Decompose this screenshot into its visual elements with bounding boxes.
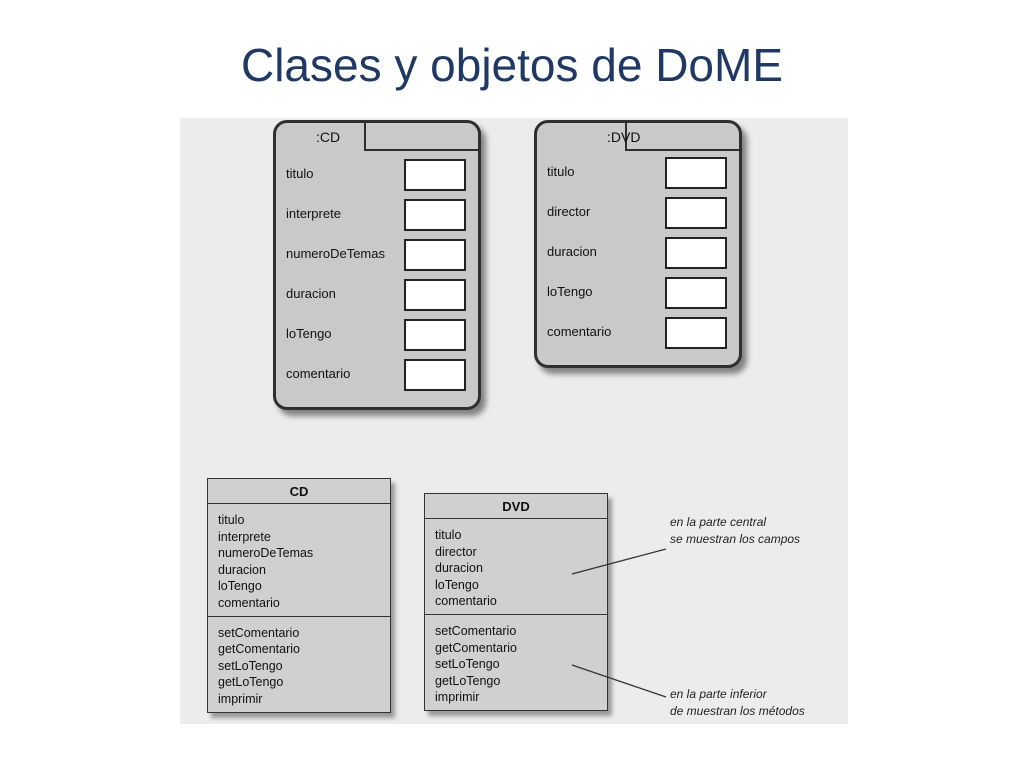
field-label: titulo xyxy=(547,164,575,179)
field-value-box xyxy=(665,157,727,189)
class-method: getComentario xyxy=(218,642,300,657)
class-field: comentario xyxy=(435,594,497,609)
class-method: getComentario xyxy=(435,640,517,655)
object-name: :DVD xyxy=(607,129,641,145)
field-value-box xyxy=(404,319,466,351)
field-label: duracion xyxy=(286,286,336,301)
object-header-line xyxy=(625,149,739,151)
class-methods-section: setComentario getComentario setLoTengo g… xyxy=(425,615,607,710)
object-field: duracion xyxy=(547,237,729,269)
annotation-line: de muestran los métodos xyxy=(670,704,805,718)
class-cd: CD titulo interprete numeroDeTemas durac… xyxy=(207,478,391,713)
fields-annotation: en la parte central se muestran los camp… xyxy=(670,514,800,548)
object-field: director xyxy=(547,197,729,229)
field-label: duracion xyxy=(547,244,597,259)
object-cd: :CD titulo interprete numeroDeTemas dura… xyxy=(273,120,481,410)
class-method: setComentario xyxy=(435,623,517,638)
class-method: imprimir xyxy=(435,690,480,705)
field-label: numeroDeTemas xyxy=(286,246,385,261)
object-name: :CD xyxy=(316,129,341,145)
class-dvd: DVD titulo director duracion loTengo com… xyxy=(424,493,608,711)
field-label: interprete xyxy=(286,206,341,221)
object-field: titulo xyxy=(286,159,468,191)
class-method: setLoTengo xyxy=(218,658,283,673)
class-method: getLoTengo xyxy=(435,673,501,688)
object-dvd: :DVD titulo director duracion loTengo co… xyxy=(534,120,742,368)
annotation-line: se muestran los campos xyxy=(670,532,801,546)
object-field: comentario xyxy=(547,317,729,349)
class-method: imprimir xyxy=(218,691,263,706)
object-field: numeroDeTemas xyxy=(286,239,468,271)
class-fields-section: titulo interprete numeroDeTemas duracion… xyxy=(208,504,390,617)
annotation-line: en la parte central xyxy=(670,515,767,529)
field-value-box xyxy=(404,159,466,191)
class-field: duracion xyxy=(435,561,483,576)
field-value-box xyxy=(404,279,466,311)
field-label: titulo xyxy=(286,166,314,181)
field-label: comentario xyxy=(547,324,612,339)
object-field: titulo xyxy=(547,157,729,189)
field-value-box xyxy=(404,199,466,231)
field-value-box xyxy=(404,359,466,391)
class-method: setLoTengo xyxy=(435,657,500,672)
field-value-box xyxy=(665,197,727,229)
object-header-line xyxy=(364,149,478,151)
field-label: director xyxy=(547,204,591,219)
class-methods-section: setComentario getComentario setLoTengo g… xyxy=(208,617,390,712)
class-field: comentario xyxy=(218,595,280,610)
class-name: DVD xyxy=(425,494,607,519)
class-method: getLoTengo xyxy=(218,675,284,690)
slide-title: Clases y objetos de DoME xyxy=(240,39,784,91)
field-label: loTengo xyxy=(547,284,593,299)
field-label: loTengo xyxy=(286,326,332,341)
field-label: comentario xyxy=(286,366,351,381)
class-fields-section: titulo director duracion loTengo comenta… xyxy=(425,519,607,615)
class-field: duracion xyxy=(218,562,266,577)
field-value-box xyxy=(665,277,727,309)
object-field: comentario xyxy=(286,359,468,391)
object-header-line xyxy=(625,123,627,151)
object-field: loTengo xyxy=(286,319,468,351)
class-field: loTengo xyxy=(218,579,262,594)
object-field: duracion xyxy=(286,279,468,311)
class-field: director xyxy=(435,544,477,559)
class-field: numeroDeTemas xyxy=(218,546,314,561)
object-field: loTengo xyxy=(547,277,729,309)
class-field: titulo xyxy=(435,528,462,542)
class-field: titulo xyxy=(218,513,245,527)
object-field: interprete xyxy=(286,199,468,231)
methods-annotation: en la parte inferior de muestran los mét… xyxy=(670,686,805,720)
field-value-box xyxy=(665,317,727,349)
class-name: CD xyxy=(208,479,390,504)
class-method: setComentario xyxy=(218,625,300,640)
field-value-box xyxy=(404,239,466,271)
annotation-line: en la parte inferior xyxy=(670,687,767,701)
class-field: interprete xyxy=(218,529,271,544)
class-field: loTengo xyxy=(435,577,479,592)
object-header-line xyxy=(364,123,366,151)
field-value-box xyxy=(665,237,727,269)
